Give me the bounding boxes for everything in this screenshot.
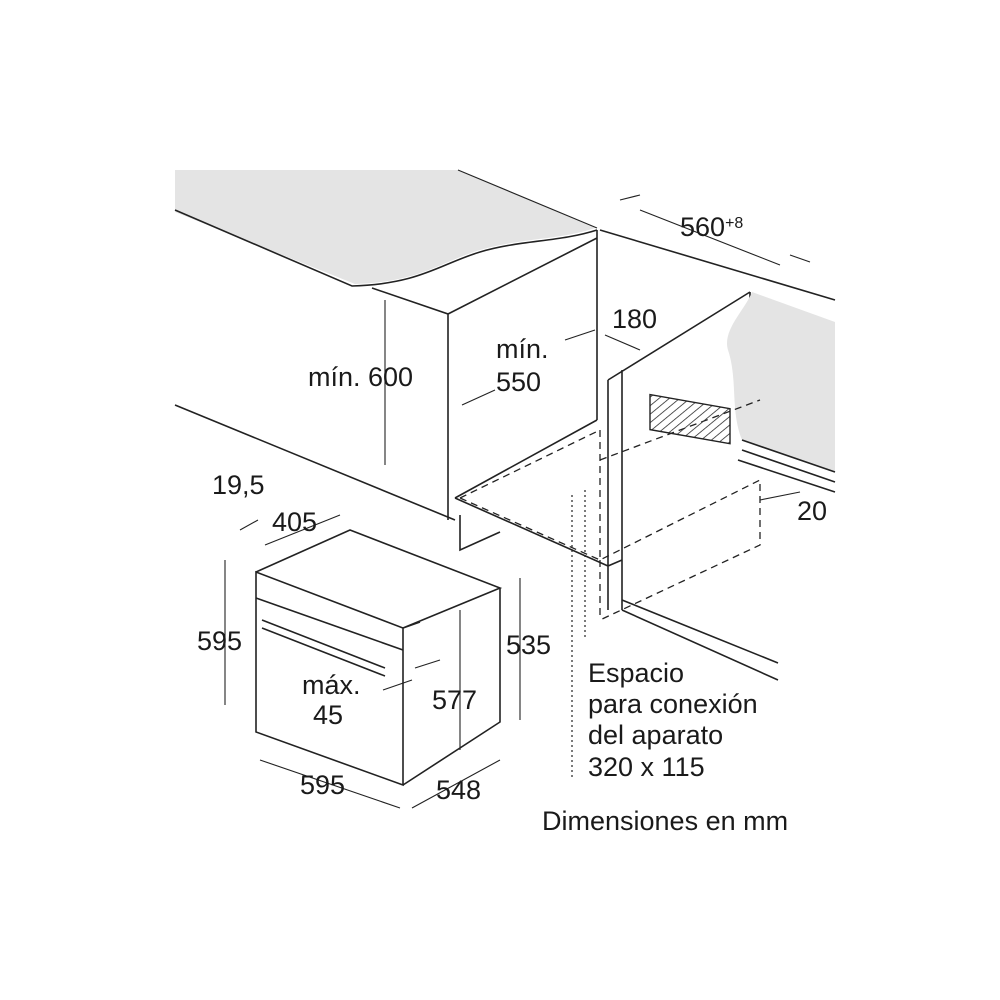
rear-gap-label: 20	[797, 496, 828, 526]
countertop-right-edge	[737, 439, 836, 493]
max-value: 45	[313, 700, 344, 730]
gap-180-label: 180	[612, 304, 658, 334]
min-height-label: mín. 600	[308, 362, 414, 392]
floor-line	[174, 404, 501, 552]
connection-note-line2: para conexión	[588, 689, 758, 719]
plinth-right	[621, 599, 779, 681]
niche-width-tolerance: +8	[725, 215, 744, 232]
oven-body	[255, 529, 503, 787]
niche-width-value: 560	[680, 212, 726, 242]
connection-note-line4: 320 x 115	[588, 752, 705, 782]
min-depth-prefix: mín.	[496, 334, 549, 364]
niche-width-label: 560+8	[680, 212, 743, 243]
oven-handle	[261, 619, 386, 677]
top-line-right	[599, 229, 836, 301]
oven-depth-label: 548	[436, 775, 482, 805]
connection-box	[649, 393, 731, 445]
min-depth-value: 550	[496, 367, 542, 397]
cabinet-floor	[454, 291, 751, 610]
front-offset-label: 19,5	[212, 470, 265, 500]
top-depth-label: 405	[272, 507, 318, 537]
dimension-lines	[224, 194, 811, 809]
cabinet-left	[371, 230, 598, 520]
oven-height-label: 595	[197, 626, 243, 656]
max-prefix: máx.	[302, 670, 361, 700]
connection-note-line1: Espacio	[588, 658, 685, 688]
countertop-right	[727, 292, 835, 472]
oven-width-label: 595	[300, 770, 346, 800]
inner-height-label: 577	[432, 685, 478, 715]
countertop-left	[175, 170, 595, 284]
body-height-label: 535	[506, 630, 552, 660]
connection-note-line3: del aparato	[588, 720, 724, 750]
units-caption: Dimensiones en mm	[542, 806, 789, 836]
oven-door-top	[255, 597, 404, 651]
countertop-left-edge	[174, 209, 598, 287]
countertop-left-back	[457, 169, 598, 229]
connection-guides	[571, 490, 586, 780]
